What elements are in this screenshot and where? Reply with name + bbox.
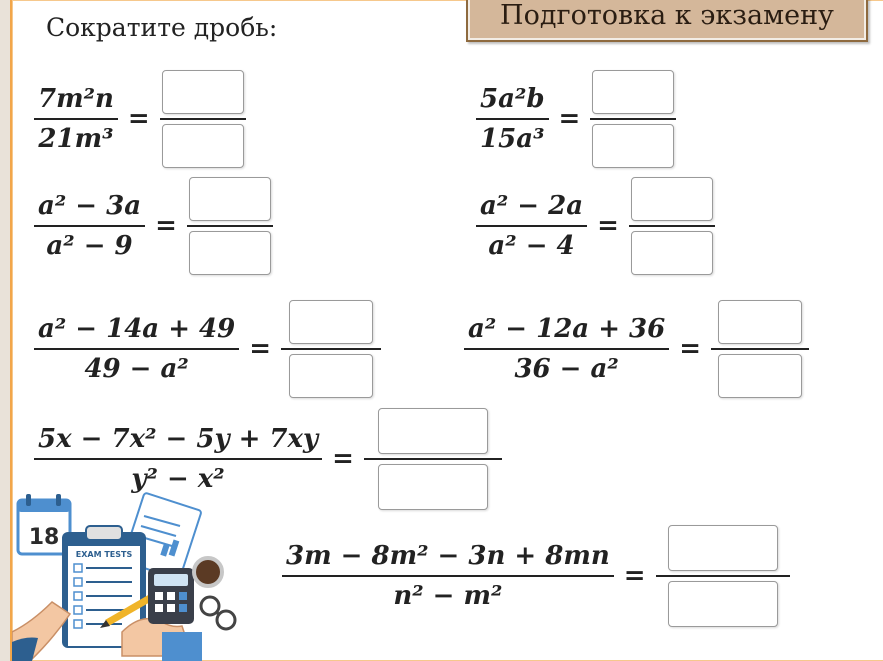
problem-6-answer <box>711 300 810 398</box>
problem-6-denominator: 36 − a² <box>514 354 619 384</box>
calculator-icon <box>148 568 194 624</box>
problem-7-denominator-input[interactable] <box>377 464 488 510</box>
calendar-icon: 18 <box>16 494 72 556</box>
exam-clipart: 18 EXAM TESTS <box>12 492 237 661</box>
problem-3-denominator: a² − 9 <box>46 231 133 261</box>
problem-1-answer <box>159 70 246 168</box>
problem-8-answer <box>655 525 790 627</box>
problem-3-answer <box>186 177 273 275</box>
problem-2-numerator: 5a²b <box>480 84 545 114</box>
problem-6: a² − 12a + 36 36 − a² = <box>464 300 810 398</box>
problem-7-fraction: 5x − 7x² − 5y + 7xy y² − x² <box>34 424 323 494</box>
problem-4-answer <box>628 177 715 275</box>
problem-7-numerator-input[interactable] <box>377 408 488 454</box>
problem-5-denominator-input[interactable] <box>289 354 374 398</box>
problem-2-numerator-input[interactable] <box>592 70 675 114</box>
problem-8-denominator: n² − m² <box>393 581 503 611</box>
equals-sign: = <box>155 211 177 241</box>
hand-icon <box>121 617 202 661</box>
problem-1-numerator-input[interactable] <box>161 70 244 114</box>
problem-6-fraction: a² − 12a + 36 36 − a² <box>464 314 670 384</box>
equals-sign: = <box>249 334 272 364</box>
problem-1-denominator: 21m³ <box>38 124 114 154</box>
worksheet-page: Подготовка к экзамену Сократите дробь: 7… <box>10 0 883 661</box>
problem-6-numerator: a² − 12a + 36 <box>468 314 666 344</box>
problem-2-answer <box>590 70 677 168</box>
problem-1-denominator-input[interactable] <box>161 124 244 168</box>
problem-5-numerator-input[interactable] <box>289 300 374 344</box>
task-title: Сократите дробь: <box>46 13 278 42</box>
equals-sign: = <box>623 561 646 591</box>
equals-sign: = <box>558 104 581 134</box>
equals-sign: = <box>332 444 354 474</box>
problem-8: 3m − 8m² − 3n + 8mn n² − m² = <box>282 525 790 627</box>
problem-5: a² − 14a + 49 49 − a² = <box>34 300 382 398</box>
problem-4-numerator-input[interactable] <box>630 177 713 221</box>
problem-2-denominator: 15a³ <box>480 124 545 154</box>
clipboard-label: EXAM TESTS <box>76 550 133 559</box>
equals-sign: = <box>597 211 619 241</box>
problem-6-numerator-input[interactable] <box>718 300 803 344</box>
problem-4-denominator-input[interactable] <box>630 231 713 275</box>
problem-4: a² − 2a a² − 4 = <box>476 177 715 275</box>
problem-8-denominator-input[interactable] <box>667 581 778 627</box>
problem-3: a² − 3a a² − 9 = <box>34 177 273 275</box>
exam-prep-banner: Подготовка к экзамену <box>466 0 868 42</box>
problem-5-fraction: a² − 14a + 49 49 − a² <box>34 314 240 384</box>
problem-4-fraction: a² − 2a a² − 4 <box>476 191 588 261</box>
problem-6-denominator-input[interactable] <box>718 354 803 398</box>
problem-5-denominator: 49 − a² <box>84 354 189 384</box>
equals-sign: = <box>127 104 150 134</box>
coffee-cup-icon <box>192 556 224 588</box>
problem-3-numerator-input[interactable] <box>188 177 271 221</box>
problem-3-fraction: a² − 3a a² − 9 <box>34 191 146 261</box>
problem-7-numerator: 5x − 7x² − 5y + 7xy <box>38 424 319 454</box>
problem-2-denominator-input[interactable] <box>592 124 675 168</box>
problem-8-numerator: 3m − 8m² − 3n + 8mn <box>286 541 610 571</box>
problem-2: 5a²b 15a³ = <box>476 70 677 168</box>
problem-2-fraction: 5a²b 15a³ <box>476 84 549 154</box>
problem-1-numerator: 7m²n <box>38 84 114 114</box>
problem-5-answer <box>281 300 382 398</box>
problem-7: 5x − 7x² − 5y + 7xy y² − x² = <box>34 408 502 510</box>
glasses-icon <box>199 595 237 631</box>
problem-8-numerator-input[interactable] <box>667 525 778 571</box>
calendar-day: 18 <box>29 525 60 550</box>
problem-7-denominator: y² − x² <box>131 464 225 494</box>
problem-7-answer <box>363 408 502 510</box>
banner-text: Подготовка к экзамену <box>500 0 834 31</box>
clipboard-icon: EXAM TESTS <box>62 525 146 648</box>
problem-4-denominator: a² − 4 <box>488 231 575 261</box>
equals-sign: = <box>679 334 702 364</box>
problem-1: 7m²n 21m³ = <box>34 70 246 168</box>
problem-4-numerator: a² − 2a <box>480 191 584 221</box>
problem-5-numerator: a² − 14a + 49 <box>38 314 236 344</box>
problem-1-fraction: 7m²n 21m³ <box>34 84 118 154</box>
problem-3-denominator-input[interactable] <box>188 231 271 275</box>
problem-8-fraction: 3m − 8m² − 3n + 8mn n² − m² <box>282 541 614 611</box>
problem-3-numerator: a² − 3a <box>38 191 142 221</box>
